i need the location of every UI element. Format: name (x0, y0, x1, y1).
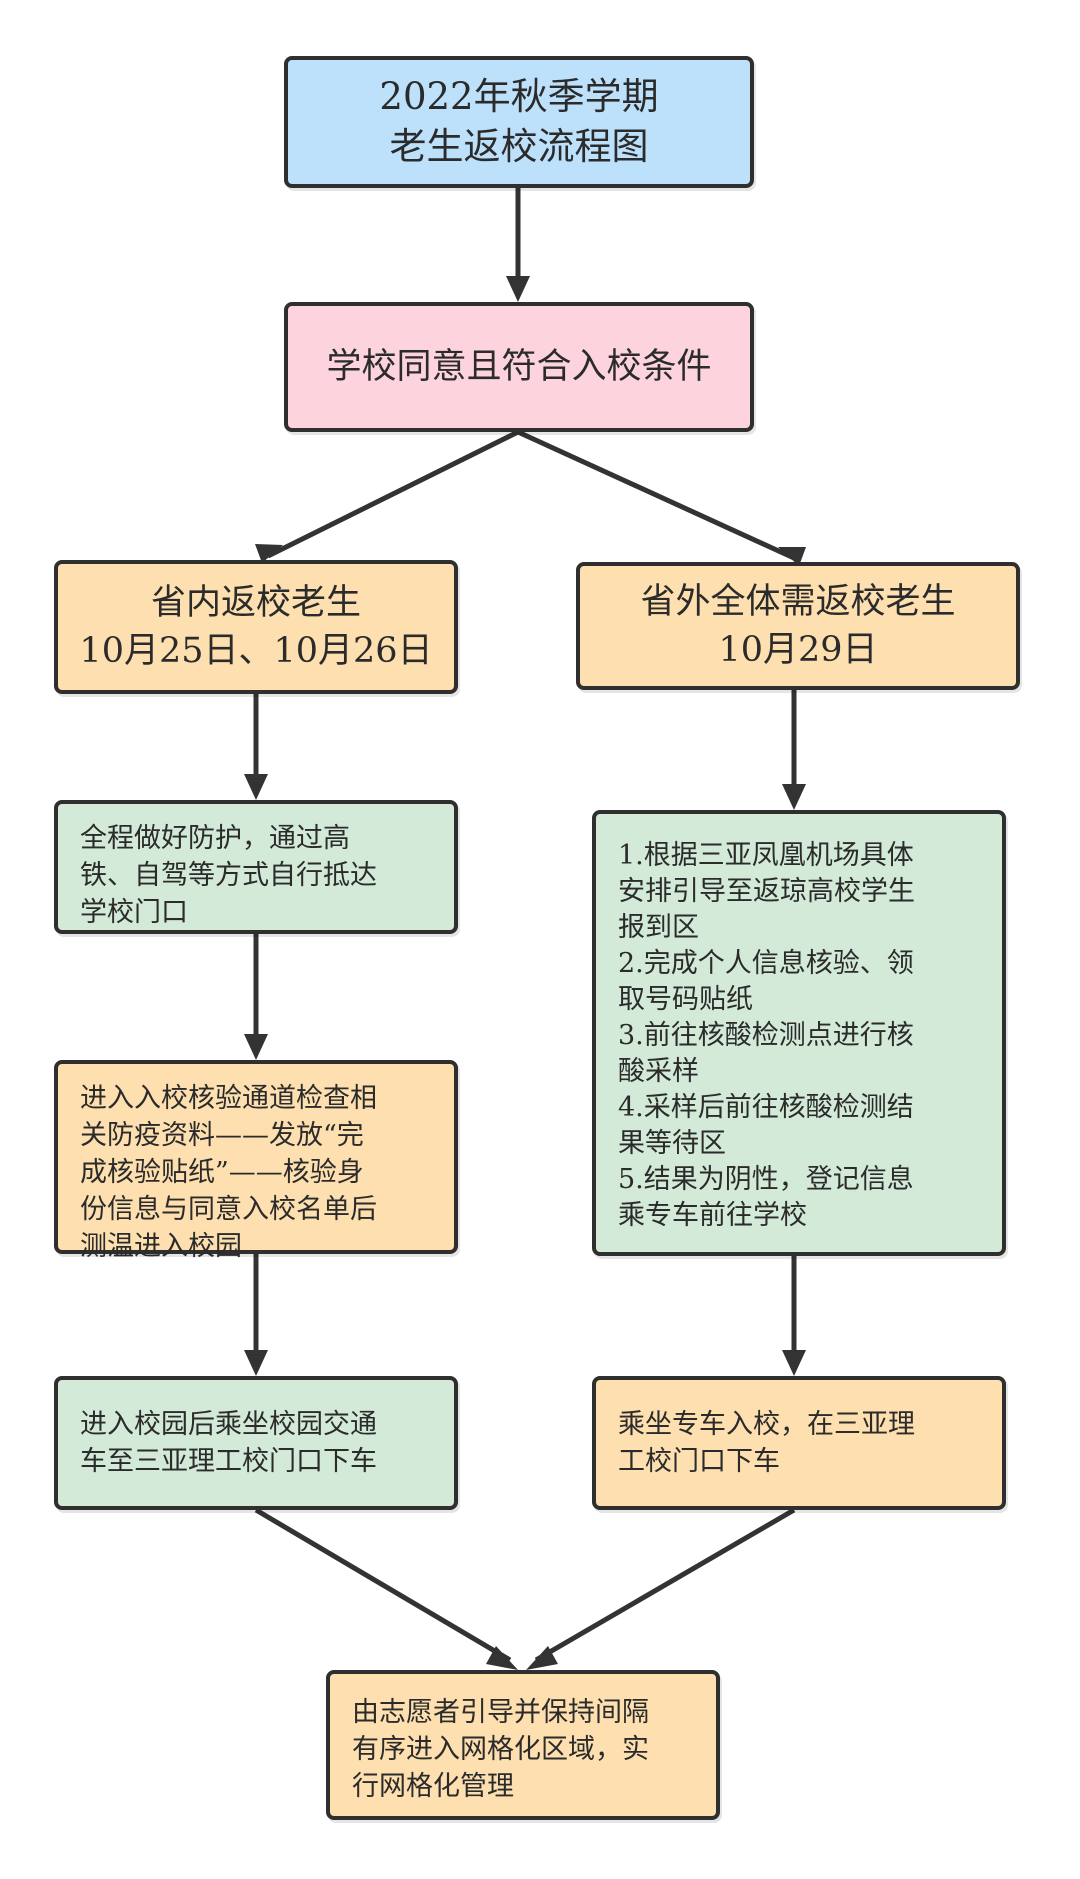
final-line-2: 有序进入网格化区域，实 (352, 1734, 649, 1765)
arrow-left-step3-to-final (254, 1507, 512, 1663)
right-step1-line-8: 4.采样后前往核酸检测结 (618, 1092, 914, 1123)
left-step2-line-2: 关防疫资料——发放“完 (80, 1120, 364, 1151)
arrow-right-step2-to-final (534, 1507, 796, 1663)
arrowhead-to-left-header (255, 544, 283, 563)
left-step1-line-1: 全程做好防护，通过高 (80, 823, 350, 854)
left-step3-box: 进入校园后乘坐校园交通 车至三亚理工校门口下车 (54, 1376, 458, 1510)
left-header-line-1: 省内返校老生 (150, 583, 361, 623)
right-step1-line-4: 2.完成个人信息核验、领 (618, 948, 914, 979)
right-step1-line-2: 安排引导至返琼高校学生 (618, 876, 915, 907)
left-step1-line-2: 铁、自驾等方式自行抵达 (80, 860, 377, 891)
arrow-condition-to-right-header (516, 429, 796, 561)
arrowhead-right-header-to-step1 (782, 784, 806, 810)
arrowhead-left-step1-to-step2 (244, 1034, 268, 1060)
final-box: 由志愿者引导并保持间隔 有序进入网格化区域，实 行网格化管理 (326, 1670, 720, 1820)
arrowhead-title-to-condition (506, 276, 530, 302)
left-step1-box: 全程做好防护，通过高 铁、自驾等方式自行抵达 学校门口 (54, 800, 458, 934)
arrowhead-left-header-to-step1 (244, 774, 268, 800)
arrowhead-right-to-final (526, 1646, 558, 1670)
left-header-box: 省内返校老生 10月25日、10月26日 (54, 560, 458, 694)
arrowhead-left-to-final (486, 1646, 518, 1670)
title-line-1: 2022年秋季学期 (379, 75, 659, 118)
left-step3-line-1: 进入校园后乘坐校园交通 (80, 1409, 377, 1440)
left-step2-line-5: 测温进入校园 (80, 1231, 242, 1262)
title-box: 2022年秋季学期 老生返校流程图 (284, 56, 754, 188)
right-step1-line-5: 取号码贴纸 (618, 984, 753, 1015)
right-step2-line-2: 工校门口下车 (618, 1446, 780, 1477)
right-header-box: 省外全体需返校老生 10月29日 (576, 562, 1020, 690)
left-step1-line-3: 学校门口 (80, 897, 188, 928)
right-step1-line-6: 3.前往核酸检测点进行核 (618, 1020, 914, 1051)
right-step1-line-7: 酸采样 (618, 1056, 699, 1087)
right-header-line-2: 10月29日 (718, 630, 878, 670)
title-line-2: 老生返校流程图 (389, 125, 649, 168)
left-step2-line-3: 成核验贴纸”——核验身 (80, 1157, 364, 1188)
right-step2-line-1: 乘坐专车入校，在三亚理 (618, 1409, 915, 1440)
final-line-1: 由志愿者引导并保持间隔 (352, 1697, 649, 1728)
arrowhead-left-step2-to-step3 (244, 1350, 268, 1376)
right-step1-box: 1.根据三亚凤凰机场具体 安排引导至返琼高校学生 报到区 2.完成个人信息核验、… (592, 810, 1006, 1256)
arrow-condition-to-left-header (266, 429, 520, 559)
right-step1-line-9: 果等待区 (618, 1128, 726, 1159)
left-step2-line-1: 进入入校核验通道检查相 (80, 1083, 377, 1114)
right-step1-line-10: 5.结果为阴性，登记信息 (618, 1164, 914, 1195)
final-line-3: 行网格化管理 (352, 1771, 514, 1802)
condition-box: 学校同意且符合入校条件 (284, 302, 754, 432)
right-step1-line-3: 报到区 (618, 912, 699, 943)
left-step2-line-4: 份信息与同意入校名单后 (80, 1194, 377, 1225)
right-header-line-1: 省外全体需返校老生 (640, 582, 956, 622)
left-step3-line-2: 车至三亚理工校门口下车 (80, 1446, 377, 1477)
left-step2-box: 进入入校核验通道检查相 关防疫资料——发放“完 成核验贴纸”——核验身 份信息与… (54, 1060, 458, 1262)
right-step1-line-1: 1.根据三亚凤凰机场具体 (618, 840, 914, 871)
right-step1-line-11: 乘专车前往学校 (618, 1200, 807, 1231)
left-header-line-2: 10月25日、10月26日 (79, 631, 433, 671)
arrowhead-to-right-header (778, 547, 806, 566)
right-step2-box: 乘坐专车入校，在三亚理 工校门口下车 (592, 1376, 1006, 1510)
arrowhead-right-step1-to-step2 (782, 1350, 806, 1376)
condition-text: 学校同意且符合入校条件 (326, 347, 712, 387)
